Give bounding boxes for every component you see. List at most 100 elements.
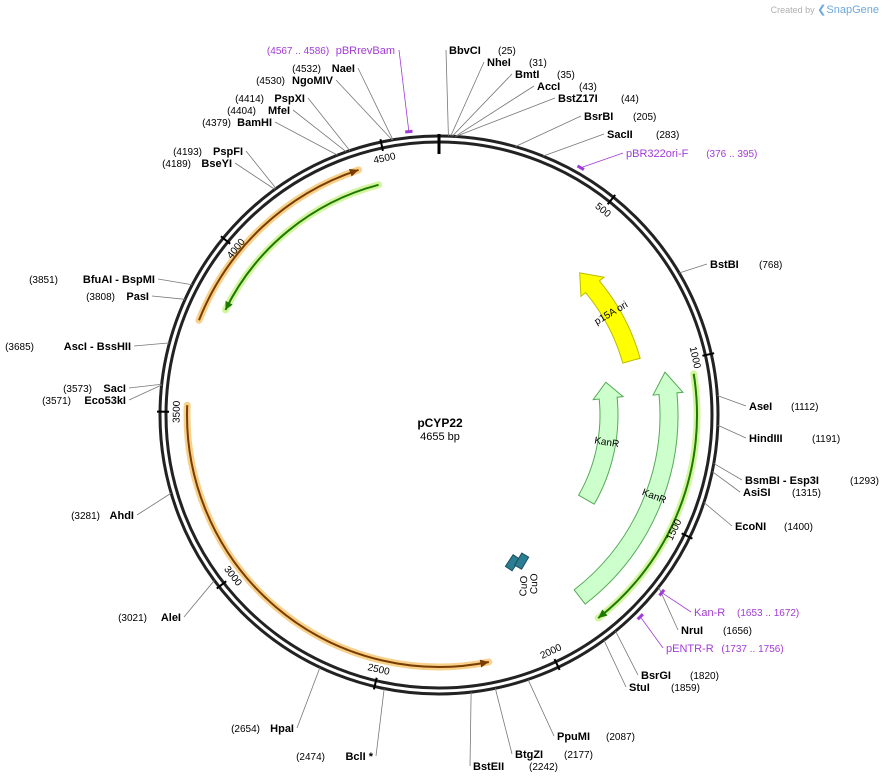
primer-mark (576, 164, 585, 171)
enzyme-leader (335, 79, 393, 141)
enzyme-position: (3281) (71, 511, 100, 522)
enzyme-name: BmtI (515, 69, 539, 81)
enzyme-name: BseYI (201, 158, 232, 170)
enzyme-name: SacI (103, 383, 126, 395)
enzyme-leader (136, 492, 172, 516)
enzyme-position: (1112) (791, 402, 818, 413)
orf-arrowhead (479, 659, 489, 668)
orf-arrowhead (598, 609, 608, 619)
enzyme-name: BclI * (345, 751, 373, 763)
tick-mark (702, 352, 715, 357)
enzyme-name: BstBI (710, 259, 739, 271)
enzyme-nrui: NruI (1656) (681, 625, 752, 637)
enzyme-name: BstEII (473, 761, 504, 773)
primer-leader (639, 616, 664, 649)
enzyme-pasi: PasI(3808) (86, 291, 149, 303)
enzyme-name: AscI - BssHII (64, 341, 131, 353)
orf-arrowhead (225, 300, 233, 310)
tick-label: 1000 (687, 346, 703, 371)
backbone-inner-ring (164, 140, 714, 690)
plasmid-length: 4655 bp (420, 431, 460, 443)
primer-name: pENTR-R (666, 643, 714, 655)
enzyme-leader (450, 61, 485, 137)
enzyme-name: NruI (681, 625, 703, 637)
cuo-label: CuO (529, 573, 540, 594)
enzyme-position: (2242) (529, 762, 558, 773)
enzyme-leader (307, 97, 351, 151)
enzyme-naei: NaeI(4532) (292, 63, 355, 75)
enzyme-leader (713, 463, 743, 481)
primer-name: pBRrevBam (336, 45, 395, 57)
snapgene-name: SnapGene (826, 4, 879, 16)
enzyme-name: BstZ17I (558, 93, 598, 105)
enzyme-name: AccI (537, 81, 560, 93)
enzyme-position: (768) (759, 260, 782, 271)
tick-label: 4500 (373, 151, 397, 166)
enzyme-name: NgoMIV (292, 75, 334, 87)
enzyme-name: NheI (487, 57, 511, 69)
backbone (158, 134, 720, 696)
enzyme-name: AhdI (110, 510, 134, 522)
enzyme-leader (527, 679, 555, 737)
feature-label-kanr-inner: KanR (593, 435, 619, 450)
enzyme-position: (1656) (723, 626, 752, 637)
enzyme-bsmbi-esp3i: BsmBI - Esp3I(1293) (745, 475, 879, 487)
enzyme-leader (717, 424, 747, 439)
enzyme-position: (2654) (231, 724, 260, 735)
enzyme-layer: BbvCI(25)NheI(31)BmtI(35)AccI(43)BstZ17I… (5, 45, 879, 773)
enzyme-leader (245, 150, 277, 189)
orf-glow (183, 401, 493, 671)
enzyme-name: BbvCI (449, 45, 481, 57)
enzyme-bseyi: BseYI(4189) (162, 158, 232, 170)
enzyme-position: (3573) (63, 384, 92, 395)
enzyme-position: (25) (498, 46, 516, 57)
snapgene-brand: Created by ❮SnapGene (771, 3, 879, 16)
enzyme-btgzi: BtgZI (2177) (515, 749, 593, 761)
enzyme-leader (296, 667, 321, 729)
enzyme-position: (4379) (202, 118, 231, 129)
enzyme-bamhi: BamHI(4379) (202, 117, 272, 129)
tick-mark (379, 138, 384, 152)
enzyme-leader (469, 692, 472, 767)
feature-kanr-inner (577, 381, 625, 505)
enzyme-position: (2177) (564, 750, 593, 761)
enzyme-ahdi: AhdI (3281) (71, 510, 134, 522)
enzyme-leader (703, 502, 733, 527)
enzyme-position: (1859) (671, 683, 700, 694)
primer-leader (661, 592, 692, 613)
enzyme-name: BtgZI (515, 749, 543, 761)
enzyme-bcli: BclI *(2474) (296, 751, 374, 763)
feature-p15a-ori (579, 272, 641, 364)
enzyme-name: EcoNI (735, 521, 766, 533)
enzyme-name: AleI (161, 612, 181, 624)
enzyme-hindiii: HindIII(1191) (749, 433, 840, 445)
enzyme-pspxi: PspXI(4414) (235, 93, 305, 105)
enzyme-leader (128, 384, 162, 401)
tick-label: 2500 (366, 662, 391, 678)
enzyme-bstbi: BstBI (768) (710, 259, 782, 271)
backbone-outer-ring (158, 134, 720, 696)
enzyme-name: HindIII (749, 433, 783, 445)
tick-mark (681, 532, 693, 540)
enzyme-position: (3571) (42, 396, 71, 407)
enzyme-leader (151, 295, 186, 300)
enzyme-leader (157, 278, 193, 286)
primer-position: (376 .. 395) (706, 149, 757, 160)
enzyme-bbvci: BbvCI (25) (449, 45, 516, 57)
enzyme-asci-bsshii: AscI - BssHII(3685) (5, 341, 131, 353)
primer-name: pBR322ori-F (626, 148, 689, 160)
primer-position: (1653 .. 1672) (737, 608, 799, 619)
snapgene-logo-icon: ❮SnapGene (817, 4, 879, 16)
tick-mark (216, 580, 227, 590)
tick-mark (553, 658, 561, 671)
primer-mark (658, 588, 666, 597)
enzyme-leader (292, 109, 347, 153)
orf-arrowhead (348, 168, 359, 177)
enzyme-name: BsrBI (584, 111, 613, 123)
enzyme-position: (4530) (256, 76, 285, 87)
enzyme-alei: AleI(3021) (118, 612, 181, 624)
enzyme-position: (43) (579, 82, 597, 93)
enzyme-ngomiv: NgoMIV (4530) (256, 75, 334, 87)
enzyme-leader (234, 162, 276, 190)
enzyme-leader (515, 115, 582, 147)
